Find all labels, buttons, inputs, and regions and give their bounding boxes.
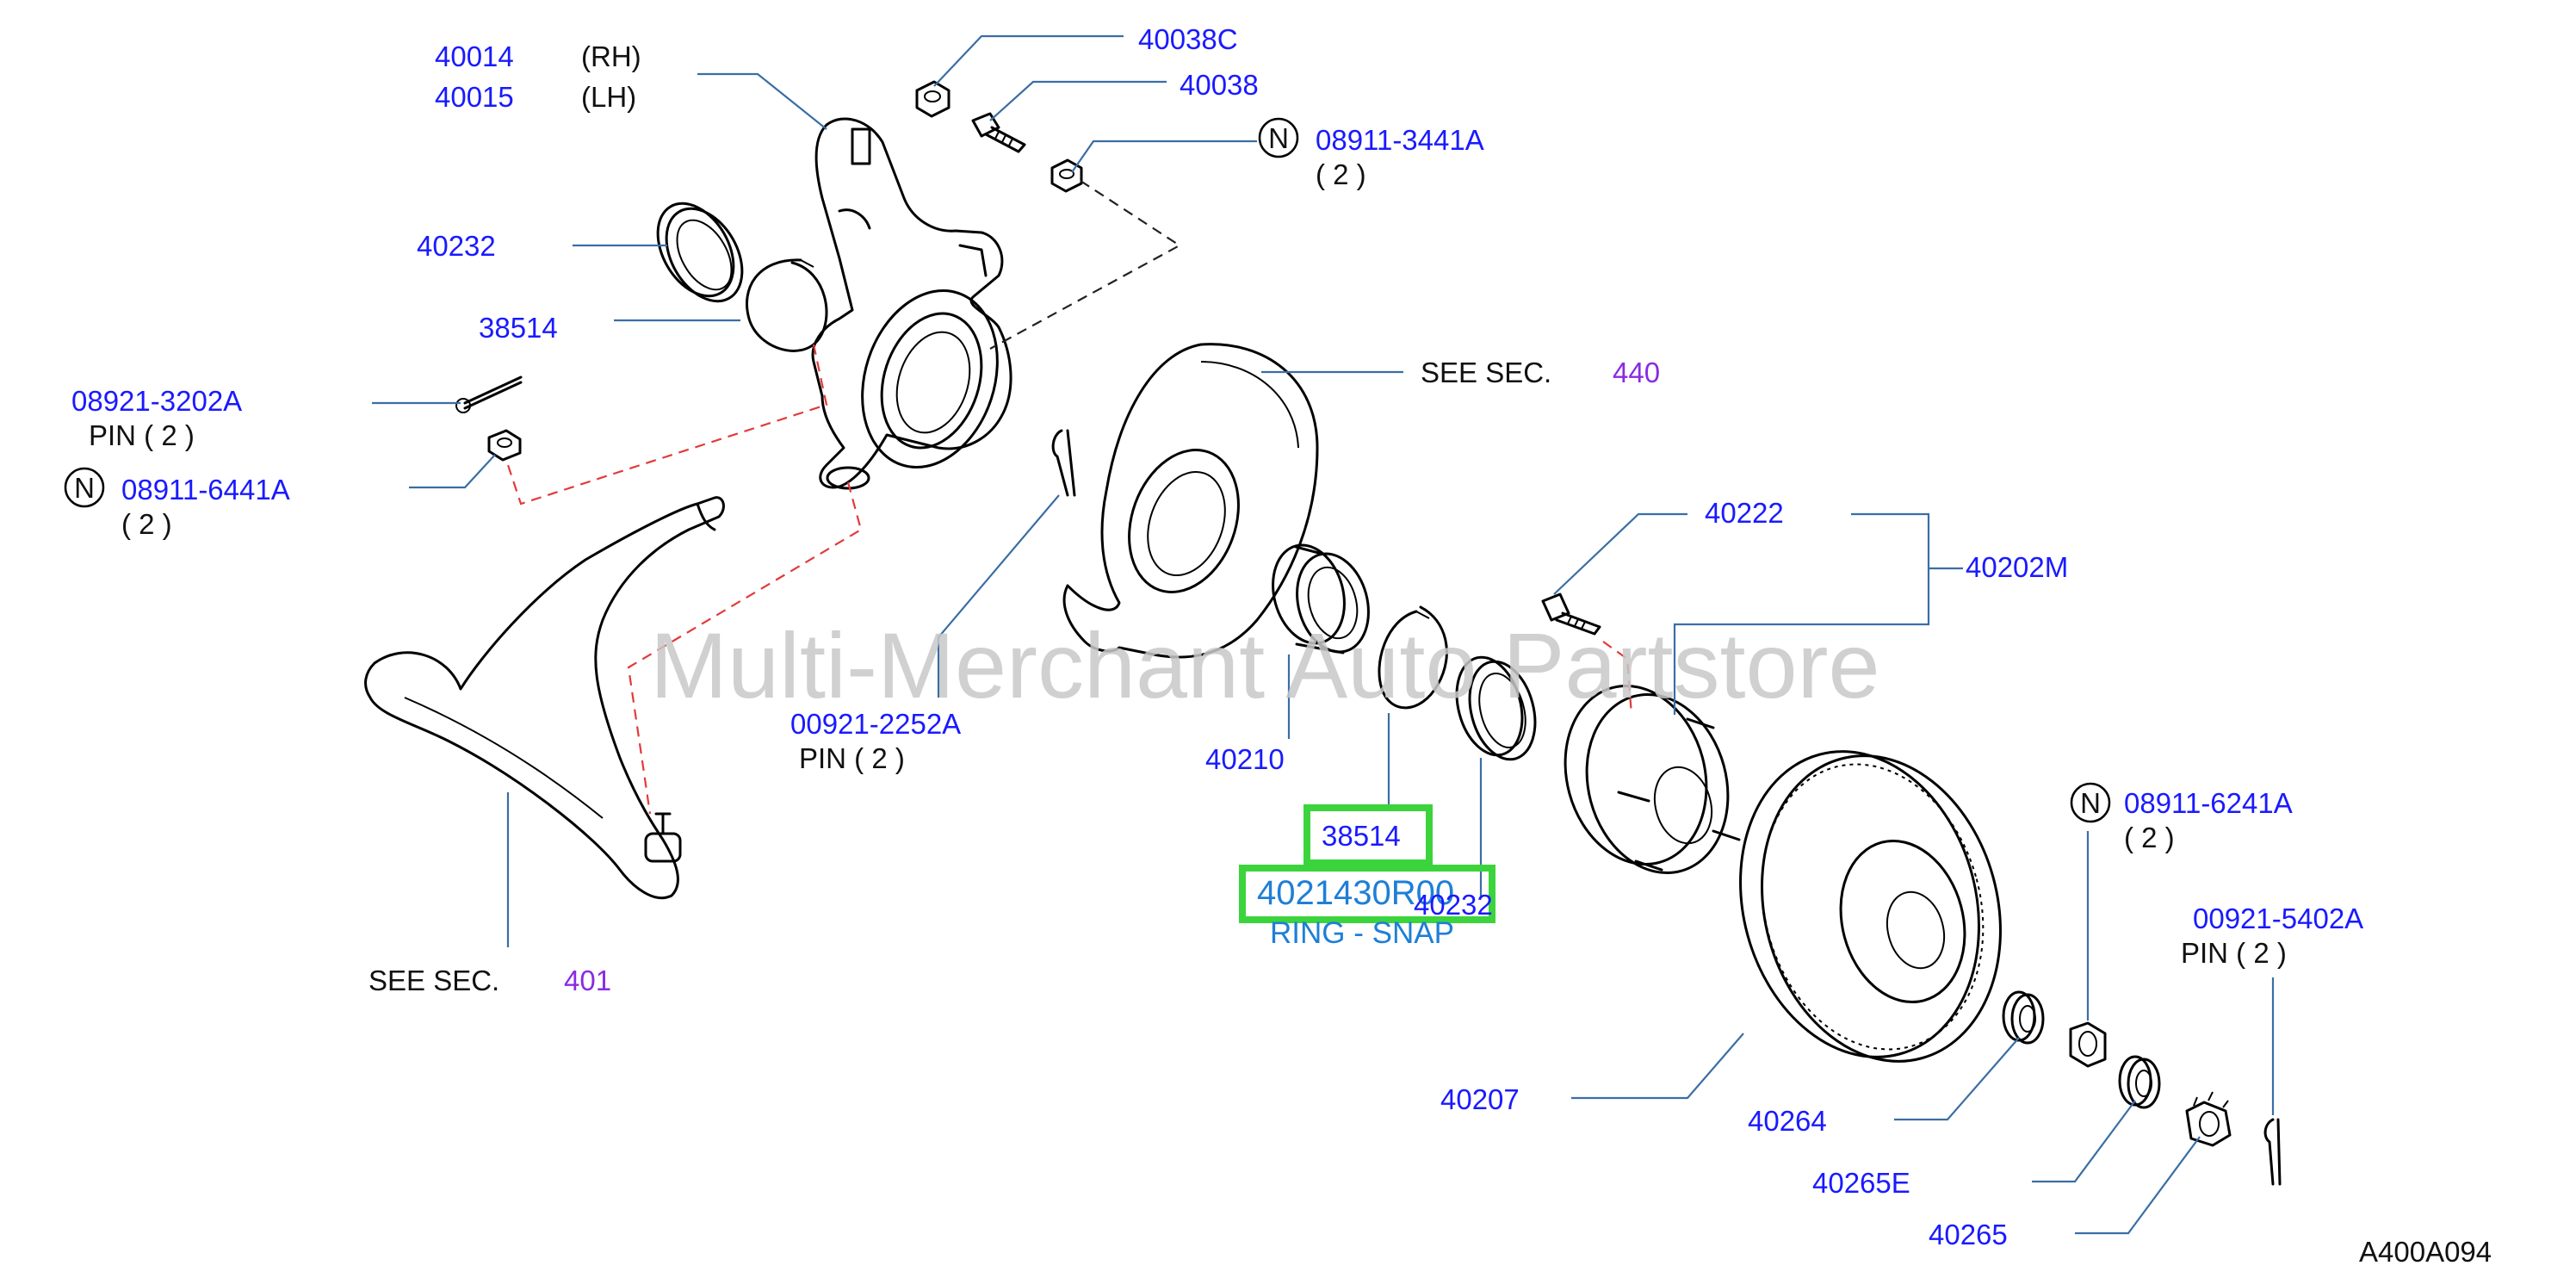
n-mark-3441a-icon [1258,117,1299,158]
highlight-box-pn [1239,865,1495,923]
nut-08911-6441a-drawing[interactable] [487,429,522,462]
nut-08911-6241a-drawing[interactable] [2069,1021,2107,1068]
nut-08911-3441a-drawing[interactable] [1050,158,1083,193]
snap-ring-top-drawing[interactable] [746,258,828,352]
transverse-link-drawing[interactable] [364,496,725,900]
wheel-bearing-drawing[interactable] [1262,537,1378,661]
n-mark-3441a-letter: N [1268,122,1289,154]
label-40202m[interactable]: 40202M [1966,551,2068,583]
cotter-pin-00921-5402a-drawing[interactable] [2263,1118,2282,1186]
diagram-code: A400A094 [2359,1236,2492,1268]
label-40210[interactable]: 40210 [1205,743,1285,775]
label-rh: (RH) [581,40,641,72]
grease-seal-bottom-drawing[interactable] [1446,650,1545,767]
see-sec-401-text: SEE SEC. [368,965,499,996]
highlight-part-description: RING - SNAP [1270,916,1454,950]
cotter-pin-00921-2252a-drawing[interactable] [1051,429,1076,497]
n-mark-6241a-icon [2070,782,2111,823]
label-08921-3202a[interactable]: 08921-3202A [71,385,242,417]
label-40265e[interactable]: 40265E [1812,1167,1910,1199]
bolt-40038-drawing[interactable] [971,112,1026,153]
highlight-part-number[interactable]: 38514 [1322,820,1401,852]
qty-08911-6441a: ( 2 ) [121,508,172,540]
steering-knuckle-drawing[interactable] [811,117,1019,490]
label-38514-top[interactable]: 38514 [479,312,558,344]
part-labels: 40014 (RH) 40015 (LH) 40038C 40038 N 089… [64,23,2492,1268]
hub-bolt-drawing[interactable] [1541,592,1601,636]
label-40038c[interactable]: 40038C [1138,23,1238,55]
nut-40038c-drawing[interactable] [915,80,951,118]
highlight-box-part [1303,804,1433,866]
dust-shield-drawing[interactable] [1062,343,1319,659]
n-mark-6441a-icon [64,467,105,508]
pin-08921-3202a: PIN ( 2 ) [89,419,195,451]
highlighted-part-callout[interactable]: 38514 4021430R00 40232 RING - SNAP [1239,804,1495,950]
label-00921-5402a[interactable]: 00921-5402A [2193,903,2363,934]
label-40015[interactable]: 40015 [435,81,514,113]
label-08911-3441a[interactable]: 08911-3441A [1316,124,1484,156]
snap-ring-highlighted-drawing[interactable] [1378,605,1448,710]
qty-08911-3441a: ( 2 ) [1316,158,1366,190]
castle-nut-drawing[interactable] [2185,1091,2232,1147]
label-40232-bottom[interactable]: 40232 [1414,889,1493,921]
label-40264[interactable]: 40264 [1748,1105,1827,1137]
label-lh: (LH) [581,81,636,113]
label-40265[interactable]: 40265 [1929,1219,2008,1250]
leader-lines [372,34,2275,1235]
cotter-pin-08921-3202a-drawing[interactable] [455,375,523,413]
section-401-link[interactable]: 401 [564,965,611,996]
label-00921-2252a[interactable]: 00921-2252A [790,708,961,740]
label-40222[interactable]: 40222 [1705,497,1784,529]
grease-seal-top-drawing[interactable] [642,190,758,314]
highlight-oem-part-number[interactable]: 4021430R00 [1257,874,1454,912]
washer-40264-drawing[interactable] [2002,990,2045,1045]
brake-rotor-drawing[interactable] [1707,724,2034,1089]
label-40014[interactable]: 40014 [435,40,514,72]
section-440-link[interactable]: 440 [1613,357,1660,388]
n-mark-6441a-letter: N [74,472,95,504]
n-mark-6241a-letter: N [2080,787,2101,819]
label-40232-top[interactable]: 40232 [417,230,496,262]
assembly-dashed-lines [506,180,1633,815]
label-08911-6241a[interactable]: 08911-6241A [2124,787,2293,819]
wheel-hub-drawing[interactable] [1546,670,1748,889]
label-40207[interactable]: 40207 [1440,1083,1520,1115]
label-08911-6441a[interactable]: 08911-6441A [121,474,290,506]
washer-40265e-drawing[interactable] [2118,1055,2161,1109]
see-sec-440-text: SEE SEC. [1421,357,1551,388]
pin-00921-5402a: PIN ( 2 ) [2181,937,2287,969]
qty-08911-6241a: ( 2 ) [2124,822,2175,853]
watermark-text: Multi-Merchant Auto Partstore [650,613,1880,717]
pin-00921-2252a: PIN ( 2 ) [799,742,905,774]
label-40038[interactable]: 40038 [1180,69,1259,101]
